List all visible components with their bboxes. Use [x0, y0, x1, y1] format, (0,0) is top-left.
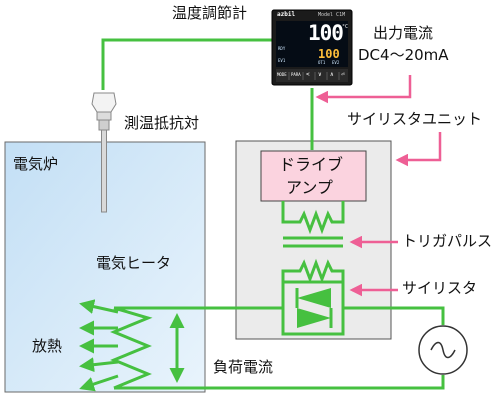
furnace-label: 電気炉 [13, 155, 59, 173]
load-circuit-bottom-wire [114, 375, 445, 390]
heater-label: 電気ヒータ [96, 254, 172, 272]
thyristor-symbol [281, 280, 345, 336]
load-current-label: 負荷電流 [213, 358, 274, 376]
drive-amp-label-line1: ドライブ [279, 155, 344, 174]
controller-status-rdy: RDY [278, 46, 286, 51]
pulse-transformer-secondary [281, 258, 345, 284]
electric-heater-coil [110, 306, 153, 390]
heat-radiation-arrows [79, 299, 119, 392]
temperature-sensor [91, 92, 117, 213]
output-current-range-label: DC4～20mA [358, 46, 449, 64]
thyristor-label: サイリスタ [402, 279, 478, 297]
controller-model: Model C1M [318, 12, 346, 18]
ac-power-source [418, 325, 468, 375]
controller-mode-button[interactable]: MODE [277, 72, 287, 77]
controller-para-button[interactable]: PARA [291, 72, 301, 77]
controller-brand: azbil [277, 11, 296, 18]
controller-unit: °C [342, 24, 349, 30]
thyristor-unit-label: サイリスタユニット [347, 110, 483, 128]
heat-label: 放熱 [32, 337, 63, 355]
controller-left-button[interactable]: < [306, 71, 310, 78]
controller-down-button[interactable]: ∨ [318, 71, 322, 78]
output-current-pointer [315, 75, 412, 104]
drive-amp-label-line2: アンプ [286, 178, 333, 197]
controller-pv-display: 100 [308, 21, 344, 45]
controller-enter-button[interactable]: ⏎ [341, 71, 345, 78]
load-circuit-right-wire [343, 306, 445, 325]
output-current-label: 出力電流 [373, 24, 434, 42]
controller-sv-display: 100 [318, 47, 340, 61]
controller-up-button[interactable]: ∧ [330, 71, 334, 78]
controller-status-ev2: EV2 [332, 60, 340, 65]
pulse-transformer-primary [281, 209, 345, 235]
controller-status-ev1: EV1 [278, 58, 286, 63]
drive-amp-box [260, 150, 367, 202]
trigger-pulse-label: トリガパルス [402, 232, 493, 250]
controller-status-ot1: OT1 [318, 60, 326, 65]
sensor-label: 測温抵抗対 [124, 114, 200, 132]
drive-amp-output-wire [281, 201, 345, 212]
thyristor-unit-pointer [395, 132, 442, 167]
temperature-controller [271, 9, 353, 86]
temp-controller-label: 温度調節計 [172, 4, 248, 22]
sensor-wire [101, 38, 272, 90]
